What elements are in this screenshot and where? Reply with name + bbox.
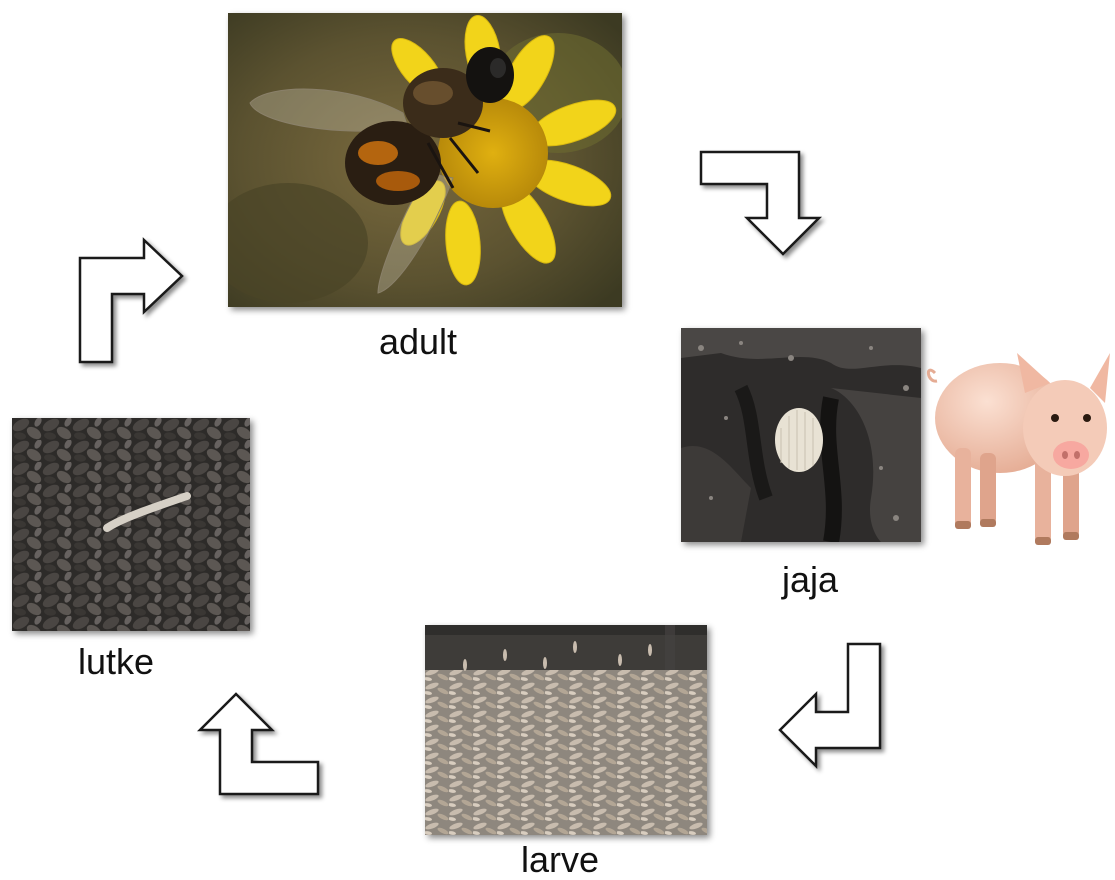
- pupae-image: [12, 418, 250, 631]
- cycle-arrow-icon: [776, 640, 886, 770]
- egg-cluster-image: [681, 328, 921, 542]
- jaja-photo: [681, 328, 921, 542]
- cycle-arrow-icon: [74, 236, 190, 366]
- larvae-image: [425, 625, 707, 835]
- adult-photo: [228, 13, 622, 307]
- stage-label-larve: larve: [460, 840, 660, 880]
- larve-photo: [425, 625, 707, 835]
- lutke-photo: [12, 418, 250, 631]
- stage-label-adult: adult: [318, 322, 518, 362]
- cycle-arrow-icon: [695, 150, 825, 260]
- stage-label-lutke: lutke: [16, 642, 216, 682]
- stage-label-jaja: jaja: [710, 560, 910, 600]
- hoverfly-on-flower-image: [228, 13, 622, 307]
- cycle-arrow-icon: [192, 688, 324, 800]
- piglet-image: [925, 333, 1115, 555]
- piglet-photo: [925, 333, 1115, 555]
